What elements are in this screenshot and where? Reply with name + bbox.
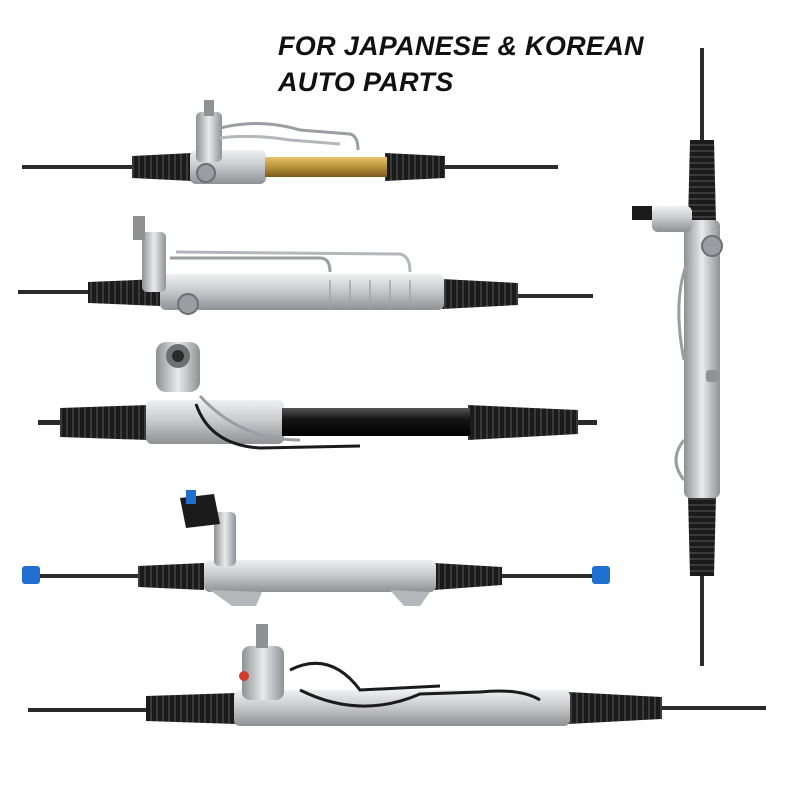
headline-line-1: FOR JAPANESE & KOREAN — [278, 31, 644, 61]
steering-rack-2 — [18, 216, 593, 315]
steering-rack-4 — [22, 490, 610, 606]
headline: FOR JAPANESE & KOREAN AUTO PARTS — [278, 28, 698, 100]
steering-rack-3 — [38, 342, 597, 450]
headline-line-2: AUTO PARTS — [278, 67, 454, 97]
steering-rack-1 — [22, 100, 558, 184]
steering-rack-5 — [28, 624, 766, 726]
steering-rack-6 — [632, 48, 723, 666]
